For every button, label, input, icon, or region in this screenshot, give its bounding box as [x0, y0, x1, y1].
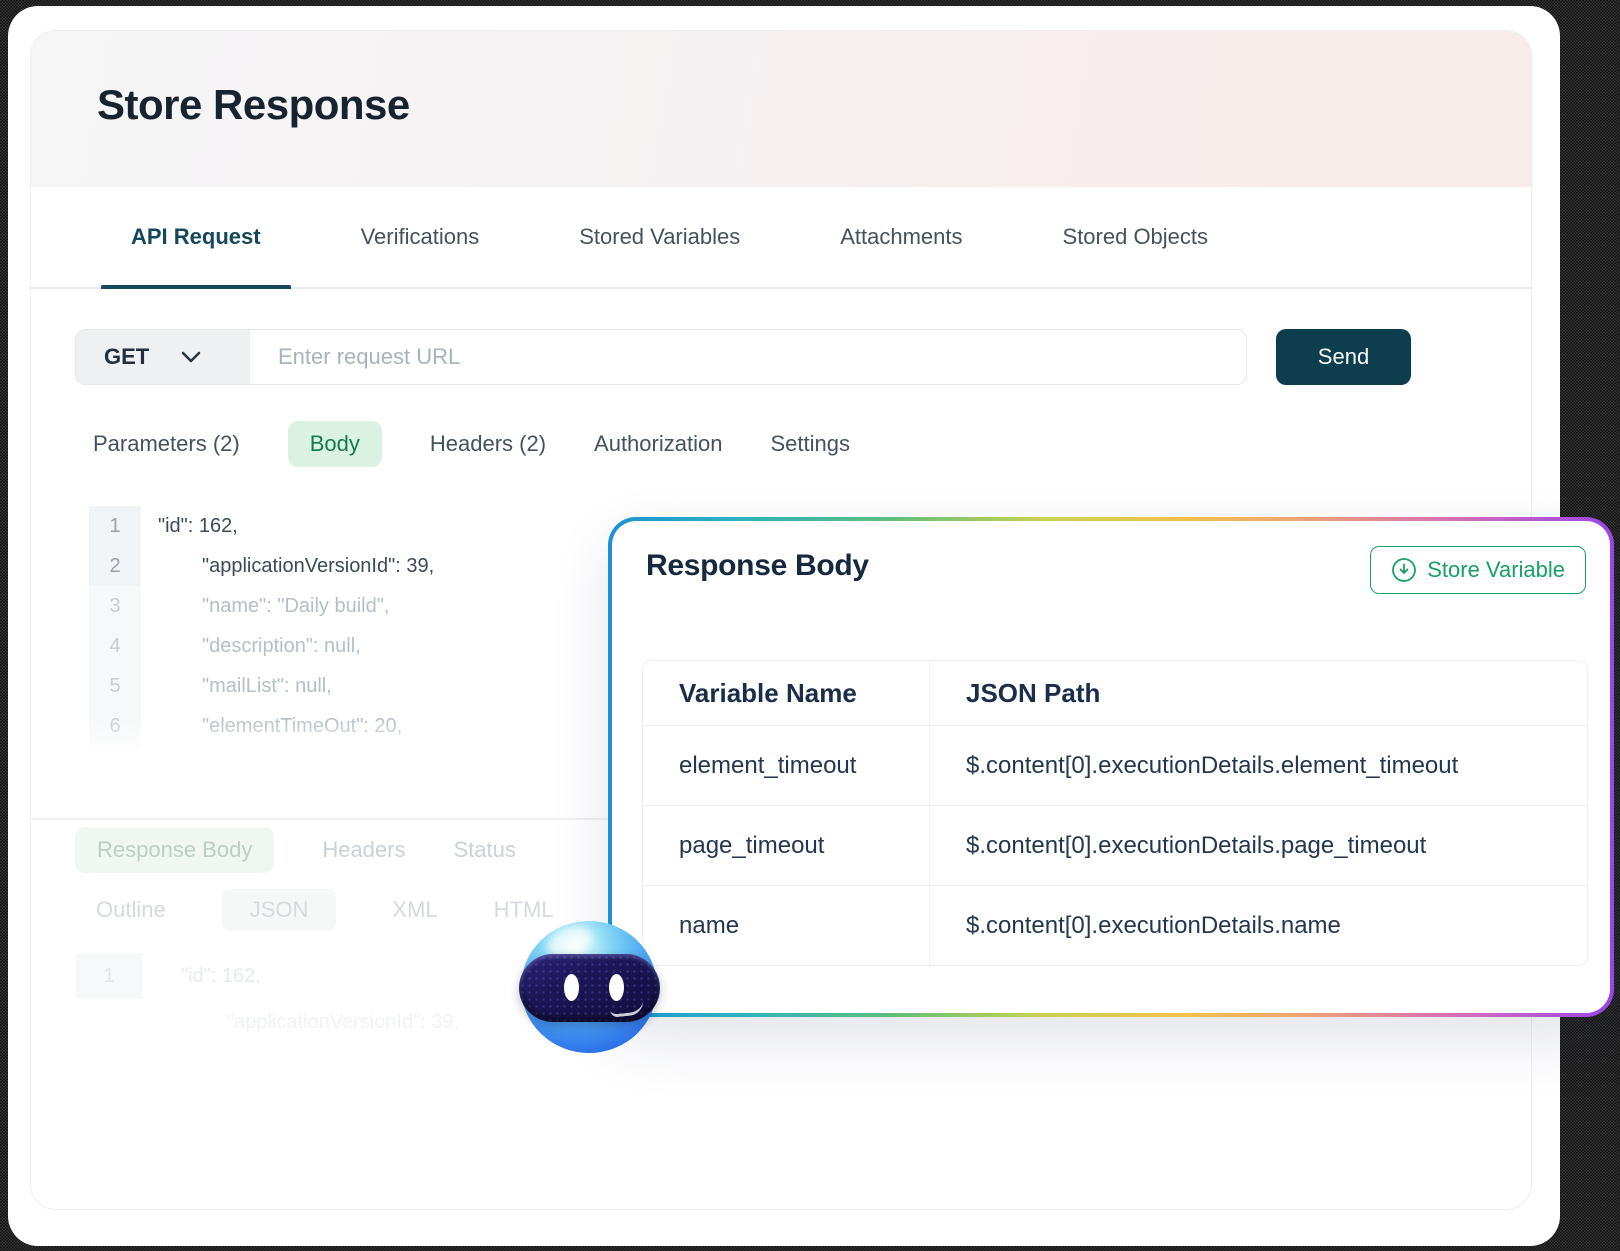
- tab-label: Stored Objects: [1062, 224, 1209, 249]
- response-format-tabs: Outline JSON XML HTML: [96, 889, 554, 931]
- download-circle-icon: [1392, 558, 1417, 582]
- response-tab-status[interactable]: Status: [453, 837, 516, 862]
- subtab-body[interactable]: Body: [287, 421, 382, 467]
- json-path-cell: $.content[0].executionDetails.element_ti…: [966, 751, 1459, 779]
- code-line: 1 "id": 162,: [89, 506, 644, 546]
- format-tab-outline[interactable]: Outline: [96, 897, 166, 922]
- request-body-editor[interactable]: 1 "id": 162, 2 "applicationVersionId": 3…: [89, 506, 644, 768]
- variables-table: Variable Name JSON Path element_timeout …: [642, 660, 1588, 966]
- store-variable-button[interactable]: Store Variable: [1370, 546, 1586, 594]
- variable-name-cell: element_timeout: [643, 726, 930, 805]
- panel-header: Store Response: [31, 31, 1531, 187]
- subtab-headers[interactable]: Headers (2): [429, 431, 547, 456]
- tab-label: Stored Variables: [579, 224, 741, 249]
- code-text: "id": 162,: [181, 965, 261, 987]
- page-title: Store Response: [97, 81, 410, 128]
- subtab-authorization[interactable]: Authorization: [594, 431, 723, 456]
- subtab-settings[interactable]: Settings: [770, 431, 850, 456]
- chevron-down-icon: [181, 351, 201, 363]
- line-number: 1: [89, 506, 141, 546]
- json-path-cell: $.content[0].executionDetails.page_timeo…: [966, 831, 1427, 859]
- tab-verifications[interactable]: Verifications: [331, 187, 510, 287]
- column-header-json-path: JSON Path: [966, 677, 1101, 708]
- store-variable-label: Store Variable: [1427, 557, 1565, 582]
- tab-label: Attachments: [840, 224, 963, 249]
- line-number: 5: [89, 666, 141, 706]
- tab-label: API Request: [131, 224, 261, 249]
- table-row[interactable]: name $.content[0].executionDetails.name: [643, 885, 1587, 965]
- tab-api-request[interactable]: API Request: [101, 187, 291, 289]
- code-line: 4 "description": null,: [89, 626, 644, 666]
- editor-fade: [89, 718, 644, 768]
- url-input[interactable]: [250, 330, 1246, 384]
- robot-eye-right: [609, 974, 624, 1001]
- tab-stored-objects[interactable]: Stored Objects: [1033, 187, 1239, 287]
- line-number: 1: [76, 953, 142, 999]
- code-line: 5 "mailList": null,: [89, 666, 644, 706]
- code-text: "applicationVersionId": 39,: [202, 555, 435, 577]
- tab-label: Verifications: [360, 224, 480, 249]
- request-url-bar: GET: [75, 329, 1247, 385]
- line-number: 2: [89, 546, 141, 586]
- column-header-variable-name: Variable Name: [643, 661, 930, 725]
- table-row[interactable]: element_timeout $.content[0].executionDe…: [643, 725, 1587, 805]
- code-line: 3 "name": "Daily build",: [89, 586, 644, 626]
- format-tab-json[interactable]: JSON: [221, 889, 337, 931]
- response-tab-body[interactable]: Response Body: [75, 827, 275, 873]
- subtab-parameters[interactable]: Parameters (2): [93, 431, 240, 456]
- dialog-body: Response Body Store Variable Variable Na…: [612, 521, 1610, 1013]
- dialog-title: Response Body: [646, 549, 869, 582]
- line-number: 3: [89, 586, 141, 626]
- code-line: 2 "applicationVersionId": 39,: [89, 546, 644, 586]
- response-tabs: Response Body Headers Status: [75, 827, 516, 873]
- robot-eye-left: [564, 974, 579, 1001]
- send-button[interactable]: Send: [1276, 329, 1411, 385]
- format-tab-html[interactable]: HTML: [493, 897, 554, 922]
- robot-visor: [519, 954, 660, 1022]
- code-text: "id": 162,: [158, 515, 238, 537]
- table-header-row: Variable Name JSON Path: [643, 661, 1587, 725]
- code-text: "description": null,: [202, 635, 361, 657]
- method-dropdown[interactable]: GET: [76, 330, 250, 384]
- table-row[interactable]: page_timeout $.content[0].executionDetai…: [643, 805, 1587, 885]
- method-label: GET: [104, 344, 150, 369]
- format-tab-xml[interactable]: XML: [392, 897, 438, 922]
- main-tabbar: API Request Verifications Stored Variabl…: [31, 187, 1531, 289]
- tab-attachments[interactable]: Attachments: [810, 187, 992, 287]
- tab-stored-variables[interactable]: Stored Variables: [549, 187, 770, 287]
- variable-name-cell: page_timeout: [643, 806, 930, 885]
- code-text: "applicationVersionId": 39,: [227, 1011, 460, 1033]
- line-number: 4: [89, 626, 141, 666]
- response-tab-headers[interactable]: Headers: [322, 837, 406, 862]
- variable-name-cell: name: [643, 886, 930, 965]
- request-subtabs: Parameters (2) Body Headers (2) Authoriz…: [93, 421, 850, 467]
- code-text: "mailList": null,: [202, 675, 332, 697]
- robot-mascot: [519, 921, 660, 1053]
- code-text: "name": "Daily build",: [202, 595, 390, 617]
- json-path-cell: $.content[0].executionDetails.name: [966, 911, 1341, 939]
- store-variable-dialog: Response Body Store Variable Variable Na…: [608, 517, 1614, 1017]
